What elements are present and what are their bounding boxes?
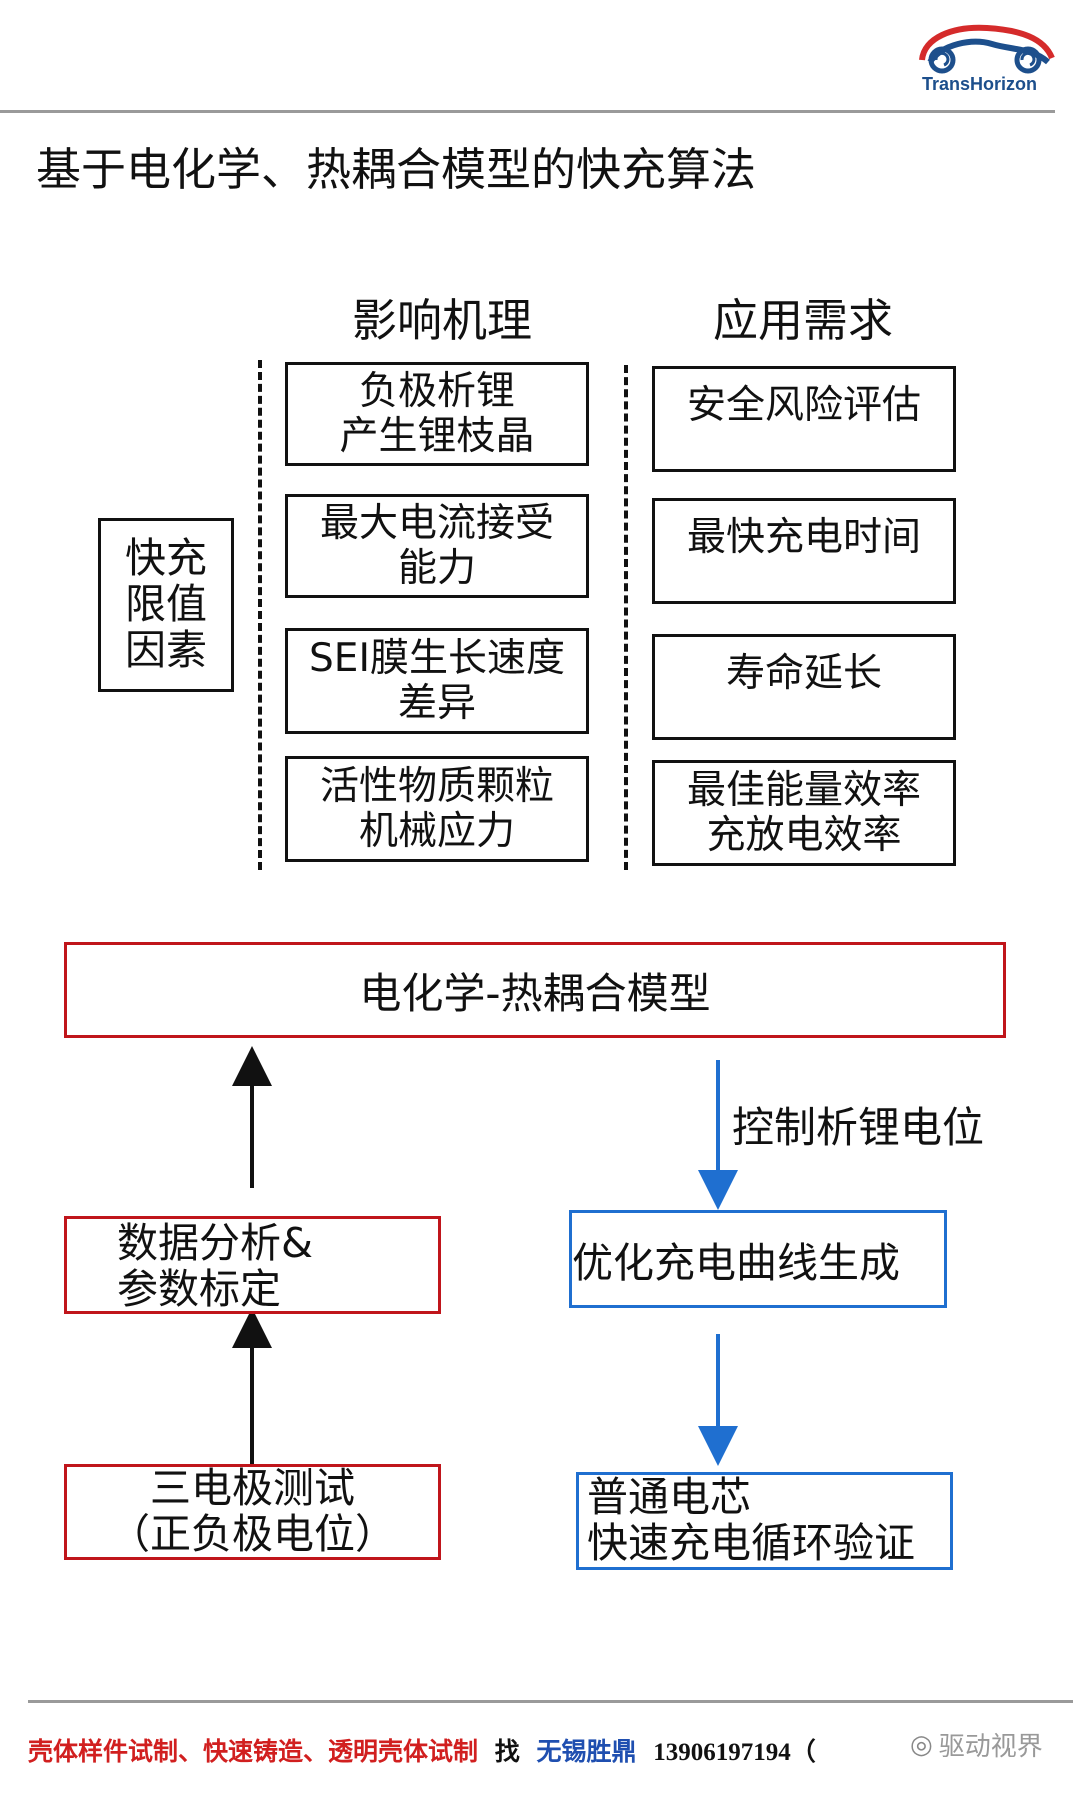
footer-watermark: ◎ 驱动视界 [910, 1726, 1043, 1763]
optimize-charge-curve-box: 优化充电曲线生成 [569, 1210, 947, 1308]
wechat-icon: ◎ [910, 1729, 933, 1760]
test-line1: 三电极测试 [150, 1464, 355, 1513]
mechanism-box-lithium-plating: 负极析锂 产生锂枝晶 [285, 362, 589, 466]
footer-ad: 壳体样件试制、快速铸造、透明壳体试制 找 无锡胜鼎 13906197194（ [28, 1732, 816, 1768]
demand-line1: 寿命延长 [725, 651, 882, 696]
factor-line: 因素 [125, 625, 207, 674]
mechanism-box-sei-growth: SEI膜生长速度 差异 [285, 628, 589, 734]
fast-charge-cycle-verify-box: 普通电芯 快速充电循环验证 [576, 1472, 953, 1570]
mechanism-line2: 机械应力 [358, 809, 515, 854]
mechanism-line1: SEI膜生长速度 [309, 635, 565, 681]
factor-line: 快充 [125, 534, 207, 583]
logo: TransHorizon [912, 18, 1062, 98]
page-title: 基于电化学、热耦合模型的快充算法 [36, 143, 757, 196]
data-analysis-box: 数据分析& 参数标定 [64, 1216, 441, 1314]
header-divider [0, 110, 1055, 113]
dashed-divider-left [258, 360, 262, 870]
analysis-line2: 参数标定 [117, 1264, 281, 1313]
demand-line1: 最快充电时间 [686, 515, 921, 560]
mechanism-line1: 负极析锂 [358, 368, 515, 414]
mechanism-heading: 影响机理 [352, 294, 533, 347]
demand-box-life-extension: 寿命延长 [652, 634, 956, 740]
watermark-text: 驱动视界 [938, 1732, 1043, 1762]
footer-divider [28, 1700, 1073, 1703]
verify-line1: 普通电芯 [587, 1473, 751, 1521]
verify-line2: 快速充电循环验证 [587, 1518, 915, 1567]
three-electrode-test-box: 三电极测试 （正负极电位） [64, 1464, 441, 1560]
mechanism-line2: 差异 [397, 681, 476, 726]
optimize-label: 优化充电曲线生成 [572, 1239, 900, 1287]
analysis-line1: 数据分析& [117, 1219, 313, 1267]
demand-box-fastest-time: 最快充电时间 [652, 498, 956, 604]
mechanism-line1: 活性物质颗粒 [319, 763, 554, 809]
demand-heading: 应用需求 [713, 294, 894, 347]
demand-line2: 充放电效率 [706, 813, 902, 858]
footer-find: 找 [494, 1737, 520, 1766]
test-line2: （正负极电位） [109, 1510, 396, 1558]
demand-line1: 最佳能量效率 [686, 767, 921, 813]
car-swirl-logo-icon [919, 24, 1055, 74]
demand-box-safety: 安全风险评估 [652, 366, 956, 472]
demand-box-energy-efficiency: 最佳能量效率 充放电效率 [652, 760, 956, 866]
factor-line: 限值 [125, 580, 207, 629]
demand-line1: 安全风险评估 [686, 383, 921, 428]
mechanism-line1: 最大电流接受 [319, 500, 554, 546]
control-plating-potential-label: 控制析锂电位 [732, 1103, 985, 1152]
model-label: 电化学-热耦合模型 [359, 968, 711, 1018]
mechanism-box-particle-stress: 活性物质颗粒 机械应力 [285, 756, 589, 862]
footer-company: 无锡胜鼎 [536, 1737, 637, 1766]
mechanism-box-max-current: 最大电流接受 能力 [285, 494, 589, 598]
logo-text: TransHorizon [922, 74, 1038, 94]
mechanism-line2: 产生锂枝晶 [339, 414, 535, 459]
electrochemical-thermal-model-box: 电化学-热耦合模型 [64, 942, 1006, 1038]
dashed-divider-right [624, 365, 628, 870]
footer-phone: 13906197194（ [653, 1739, 816, 1766]
fast-charge-limit-factors-box: 快充 限值 因素 [98, 518, 234, 692]
footer-service: 壳体样件试制、快速铸造、透明壳体试制 [28, 1737, 479, 1766]
mechanism-line2: 能力 [397, 546, 476, 591]
